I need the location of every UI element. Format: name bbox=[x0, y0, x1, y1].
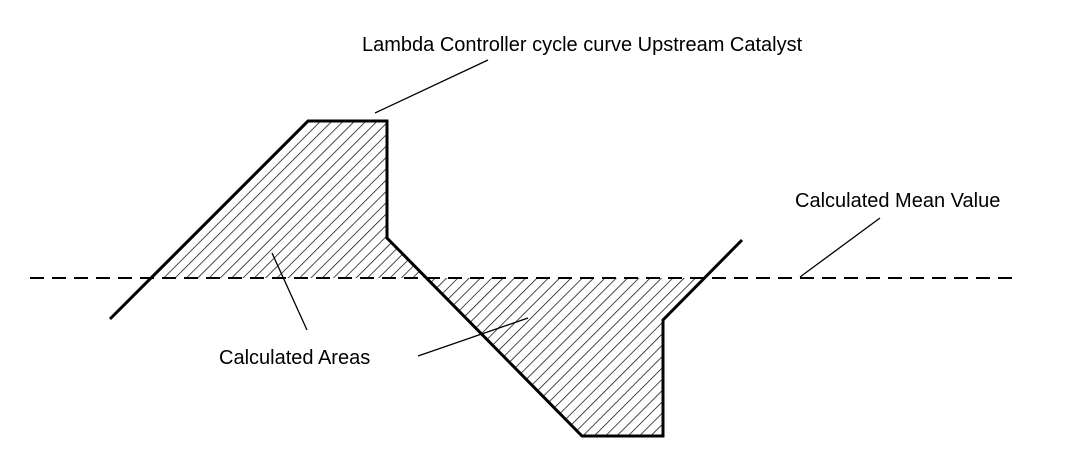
calculated-areas-label: Calculated Areas bbox=[219, 347, 370, 369]
lower-calculated-area bbox=[425, 278, 697, 436]
areas-leader-line-right bbox=[417, 317, 529, 357]
mean-value-label: Calculated Mean Value bbox=[795, 190, 1000, 212]
mean-leader-line bbox=[799, 217, 881, 278]
upper-calculated-area bbox=[150, 121, 425, 278]
curve-label: Lambda Controller cycle curve Upstream C… bbox=[362, 34, 803, 56]
curve-leader-line bbox=[374, 59, 489, 114]
areas-leader-line-left bbox=[271, 252, 308, 331]
lambda-cycle-curve bbox=[108, 119, 744, 438]
